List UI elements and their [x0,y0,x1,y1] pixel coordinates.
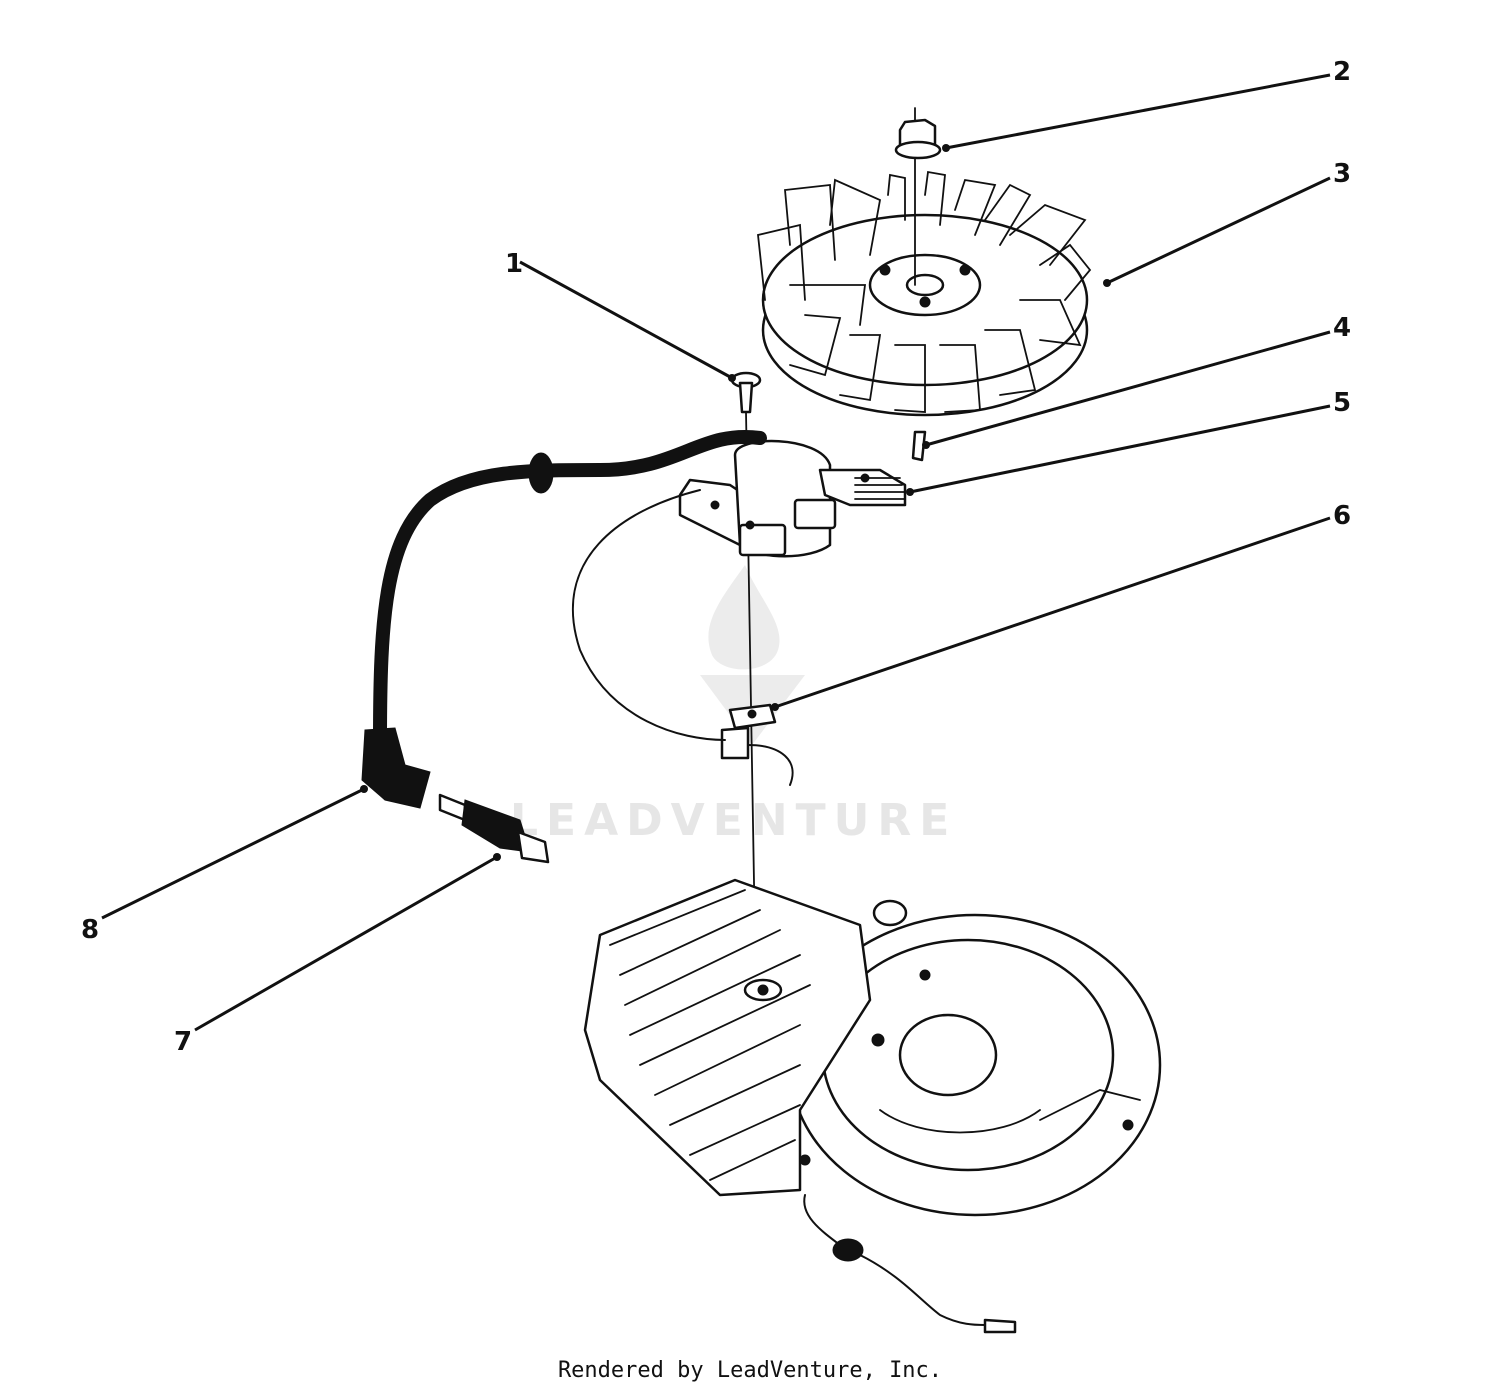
leader-lines [101,73,1331,1032]
callout-label-7: 7 [174,1027,192,1057]
callout-label-1: 1 [505,249,523,279]
spark-plug [438,793,550,864]
render-credit: Rendered by LeadVenture, Inc. [557,1358,943,1383]
callout-label-8: 8 [81,915,99,945]
spark-plug-lead [361,429,767,809]
callout-labels: 1 2 3 4 5 6 7 8 [81,57,1351,1057]
ground-wire [571,489,726,741]
flywheel [757,170,1092,417]
callout-label-6: 6 [1333,501,1351,531]
callout-label-5: 5 [1333,388,1351,418]
ignition-module [678,439,907,558]
flywheel-nut [894,107,942,286]
ground-clip [720,703,794,786]
callout-label-4: 4 [1333,313,1351,343]
flywheel-key [911,430,927,462]
callout-label-3: 3 [1333,159,1351,189]
callout-label-2: 2 [1333,57,1351,87]
stop-wire [803,1194,1017,1334]
watermark-text: LEADVENTURE [510,795,957,846]
watermark: LEADVENTURE [510,565,957,846]
engine-block [583,878,1162,1217]
